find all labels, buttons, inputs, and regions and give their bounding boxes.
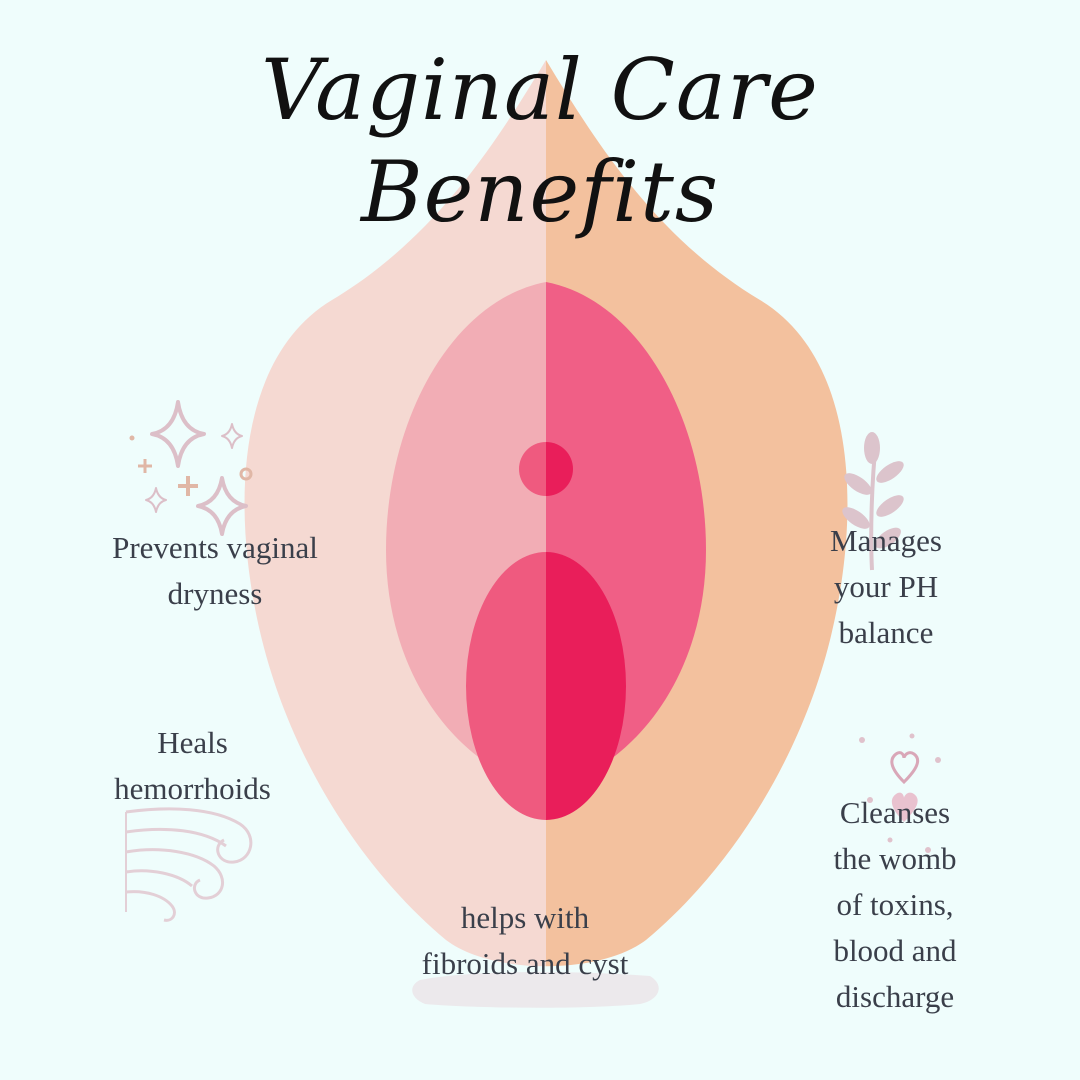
benefit-womb-line-5: discharge (835, 979, 955, 1014)
benefit-fibroids-line-1: helps with (460, 900, 590, 935)
small-circle (519, 442, 573, 496)
benefit-womb-line-3: of toxins, (836, 887, 954, 922)
benefit-ph-line-1: Manages (830, 523, 942, 558)
benefit-hemorrhoids-line-1: Heals (157, 725, 228, 760)
benefit-dryness-line-2: dryness (167, 576, 263, 611)
benefit-womb-line-4: blood and (833, 933, 957, 968)
benefit-dryness: Prevents vaginal dryness (60, 525, 370, 617)
benefit-womb-cleanse: Cleanses the womb of toxins, blood and d… (800, 790, 990, 1020)
benefit-hemorrhoids: Heals hemorrhoids (60, 720, 325, 812)
page-title-line-2: Benefits (360, 143, 720, 241)
benefit-womb-line-2: the womb (833, 841, 957, 876)
heart-icon (859, 733, 941, 853)
swirl-icon (125, 807, 253, 922)
benefit-fibroids: helps with fibroids and cyst (370, 895, 680, 987)
benefit-ph-line-3: balance (838, 615, 934, 650)
brush-stroke-icon (412, 972, 659, 1008)
leaf-sprig-icon (842, 432, 904, 571)
benefit-ph-balance: Manages your PH balance (786, 518, 986, 656)
sparkle-icon (129, 400, 253, 536)
core-ellipse (466, 552, 626, 820)
benefit-womb-line-1: Cleanses (839, 795, 951, 830)
page-title-line-1: Vaginal Care (261, 41, 819, 139)
benefit-fibroids-line-2: fibroids and cyst (421, 946, 629, 981)
benefit-ph-line-2: your PH (833, 569, 939, 604)
benefit-dryness-line-1: Prevents vaginal (112, 530, 318, 565)
benefit-hemorrhoids-line-2: hemorrhoids (114, 771, 271, 806)
